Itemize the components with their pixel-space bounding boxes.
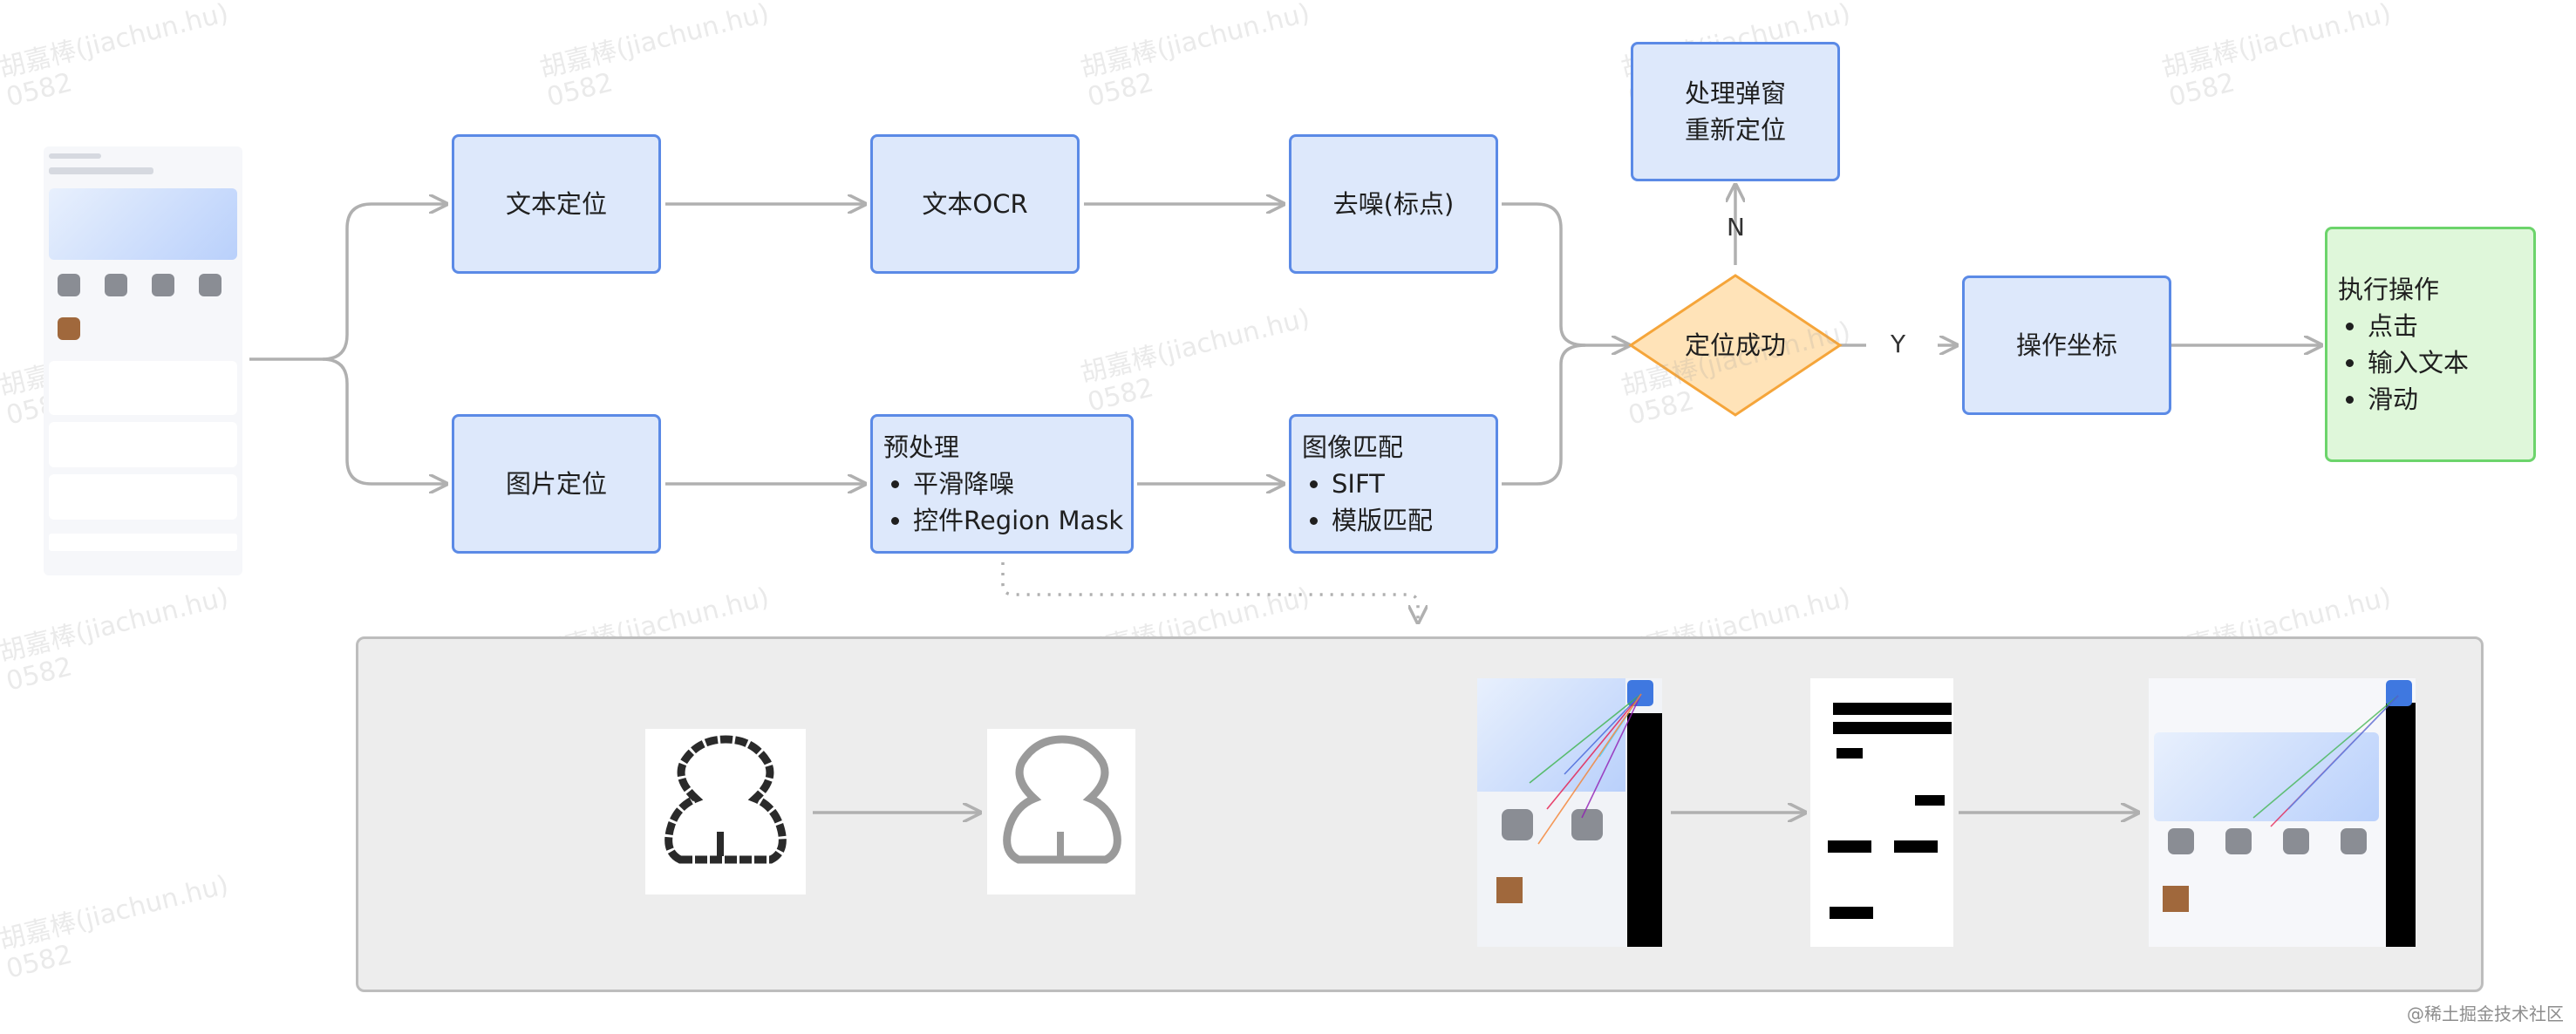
node-denoise: 去噪(标点) — [1289, 134, 1498, 274]
edge-phone-fork — [249, 204, 446, 361]
node-text-locate: 文本定位 — [452, 134, 661, 274]
execute-title: 执行操作 — [2338, 274, 2440, 304]
source-credit: @稀土掘金技术社区 — [2407, 1003, 2564, 1024]
node-image-match: 图像匹配 SIFT 模版匹配 — [1289, 414, 1498, 554]
popup-line: 处理弹窗 — [1684, 78, 1786, 108]
edge-label-yes: Y — [1891, 330, 1906, 358]
preprocess-item: 平滑降噪 — [913, 466, 1123, 502]
node-image-locate: 图片定位 — [452, 414, 661, 554]
edge-label-no: N — [1727, 213, 1745, 241]
execute-item: 点击 — [2368, 308, 2469, 344]
promo-banner-image — [49, 188, 237, 260]
match-title: 图像匹配 — [1302, 432, 1404, 462]
popup-line: 重新定位 — [1684, 115, 1786, 145]
preprocess-title: 预处理 — [883, 432, 960, 462]
execute-item: 滑动 — [2368, 381, 2469, 418]
sift-match-image — [1477, 678, 1662, 947]
node-coordinates: 操作坐标 — [1962, 276, 2171, 415]
smoothed-avatar-icon — [987, 729, 1135, 895]
node-execute: 执行操作 点击 输入文本 滑动 — [2325, 227, 2536, 462]
region-mask-image — [1810, 678, 1953, 947]
match-item: 模版匹配 — [1332, 502, 1433, 539]
edge-denoise-decision — [1502, 202, 1629, 345]
preprocess-item: 控件Region Mask — [913, 502, 1123, 539]
decision-label: 定位成功 — [1684, 330, 1786, 360]
app-screenshot-thumbnail — [44, 146, 242, 575]
edge-fork-image — [322, 357, 446, 484]
node-popup-relocate: 处理弹窗 重新定位 — [1631, 42, 1840, 181]
execute-item: 输入文本 — [2368, 344, 2469, 381]
raw-avatar-icon — [645, 729, 806, 895]
decision-diamond — [1628, 274, 1843, 417]
node-text-ocr: 文本OCR — [870, 134, 1080, 274]
located-result-image — [2149, 678, 2416, 947]
match-item: SIFT — [1332, 466, 1433, 502]
edge-match-decision — [1502, 344, 1586, 486]
node-preprocess: 预处理 平滑降噪 控件Region Mask — [870, 414, 1134, 554]
